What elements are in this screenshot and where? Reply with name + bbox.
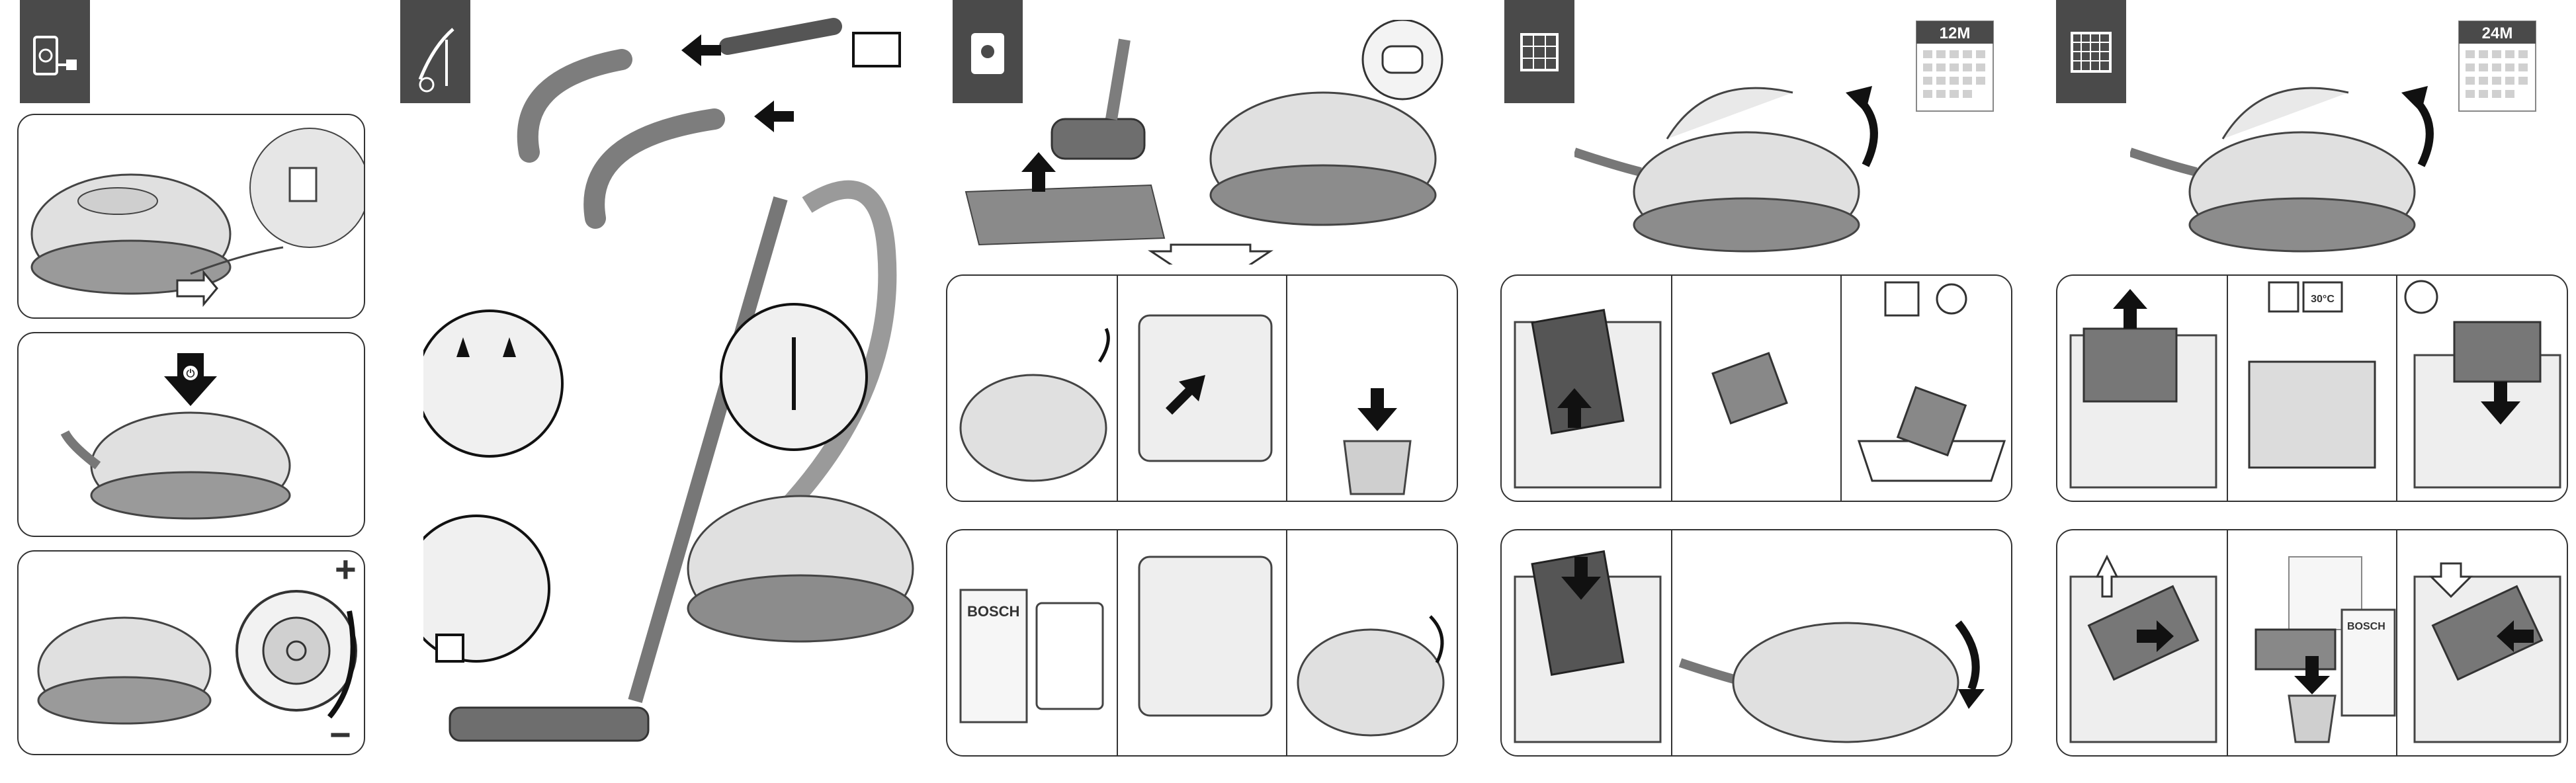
exhaust-filter-open-illustration [2130, 33, 2474, 258]
step-panel-switch-on: ⏻ [17, 332, 365, 537]
filter-box-brand: BOSCH [2347, 621, 2385, 632]
calendar-12m-label: 12M [1940, 24, 1971, 42]
dust-bag-indicator-illustration [953, 20, 1469, 265]
step-panel-refit-motor-filter [1500, 529, 2012, 757]
motor-filter-open-illustration [1574, 33, 1918, 258]
calendar-24m-label: 24M [2482, 24, 2513, 42]
calendar-12m: 12M [1915, 20, 1995, 112]
power-symbol-label: ⏻ [187, 368, 195, 380]
step-panel-power-dial: + − [17, 550, 365, 755]
section-tab-motor-filter [1504, 0, 1574, 103]
step-panel-insert-bag: BOSCH [946, 529, 1458, 757]
step-panel-clean-motor-filter [1500, 274, 2012, 502]
bag-box-brand: BOSCH [967, 603, 1019, 620]
step-panel-unplug [17, 114, 365, 319]
exhaust-filter-icon [2056, 0, 2126, 103]
wash-temp-label: 30°C [2311, 294, 2335, 305]
motor-filter-icon [1504, 0, 1574, 103]
step-panel-wash-exhaust-filter: 30°C [2056, 274, 2568, 502]
assembly-illustration [423, 0, 966, 767]
section-tab-power [20, 0, 90, 103]
plus-label: + [335, 552, 357, 590]
step-panel-replace-exhaust-filter: BOSCH [2056, 529, 2568, 757]
section-tab-exhaust-filter [2056, 0, 2126, 103]
power-plug-icon [20, 0, 90, 103]
minus-label: − [329, 714, 351, 754]
step-panel-remove-bag [946, 274, 1458, 502]
